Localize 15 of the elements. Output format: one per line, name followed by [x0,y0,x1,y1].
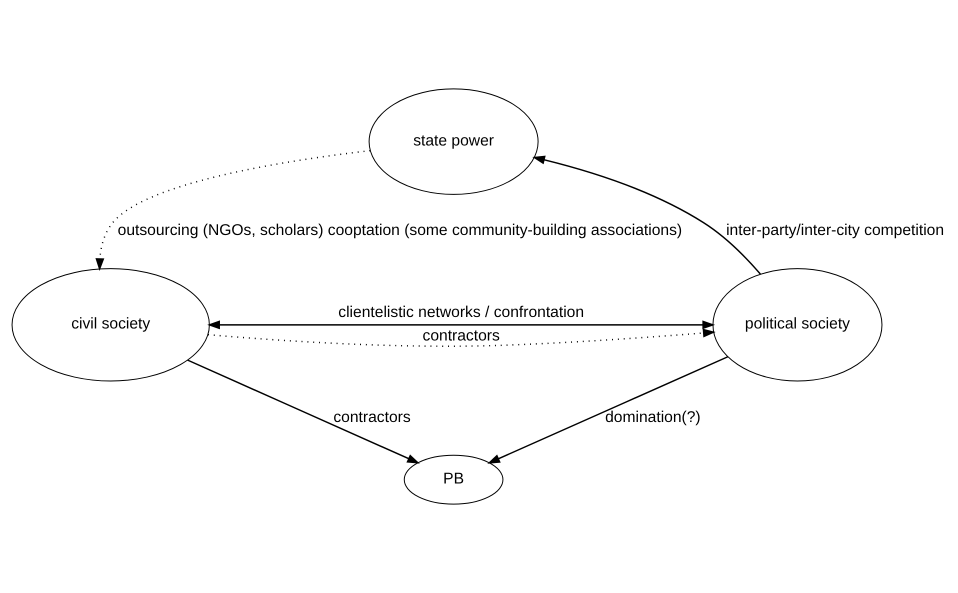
edge-label: contractors [422,327,500,344]
node-ellipse: state power [368,88,539,195]
node-ellipse: civil society [12,268,210,382]
arrow [487,356,728,464]
arrow [207,320,716,330]
node-ellipse: political society [712,268,882,382]
edge-label: outsourcing (NGOs, scholars) cooptation (some community-building associations) [118,222,682,240]
edge-label: domination(?) [605,408,701,426]
edge-label: clientelistic networks / confrontation [338,304,584,321]
arrow [532,156,761,275]
arrow [95,150,370,271]
arrow [187,359,420,464]
arrow [208,328,716,347]
edge-label: inter-party/inter-city competition [726,222,944,240]
edge-label: contractors [333,408,411,426]
